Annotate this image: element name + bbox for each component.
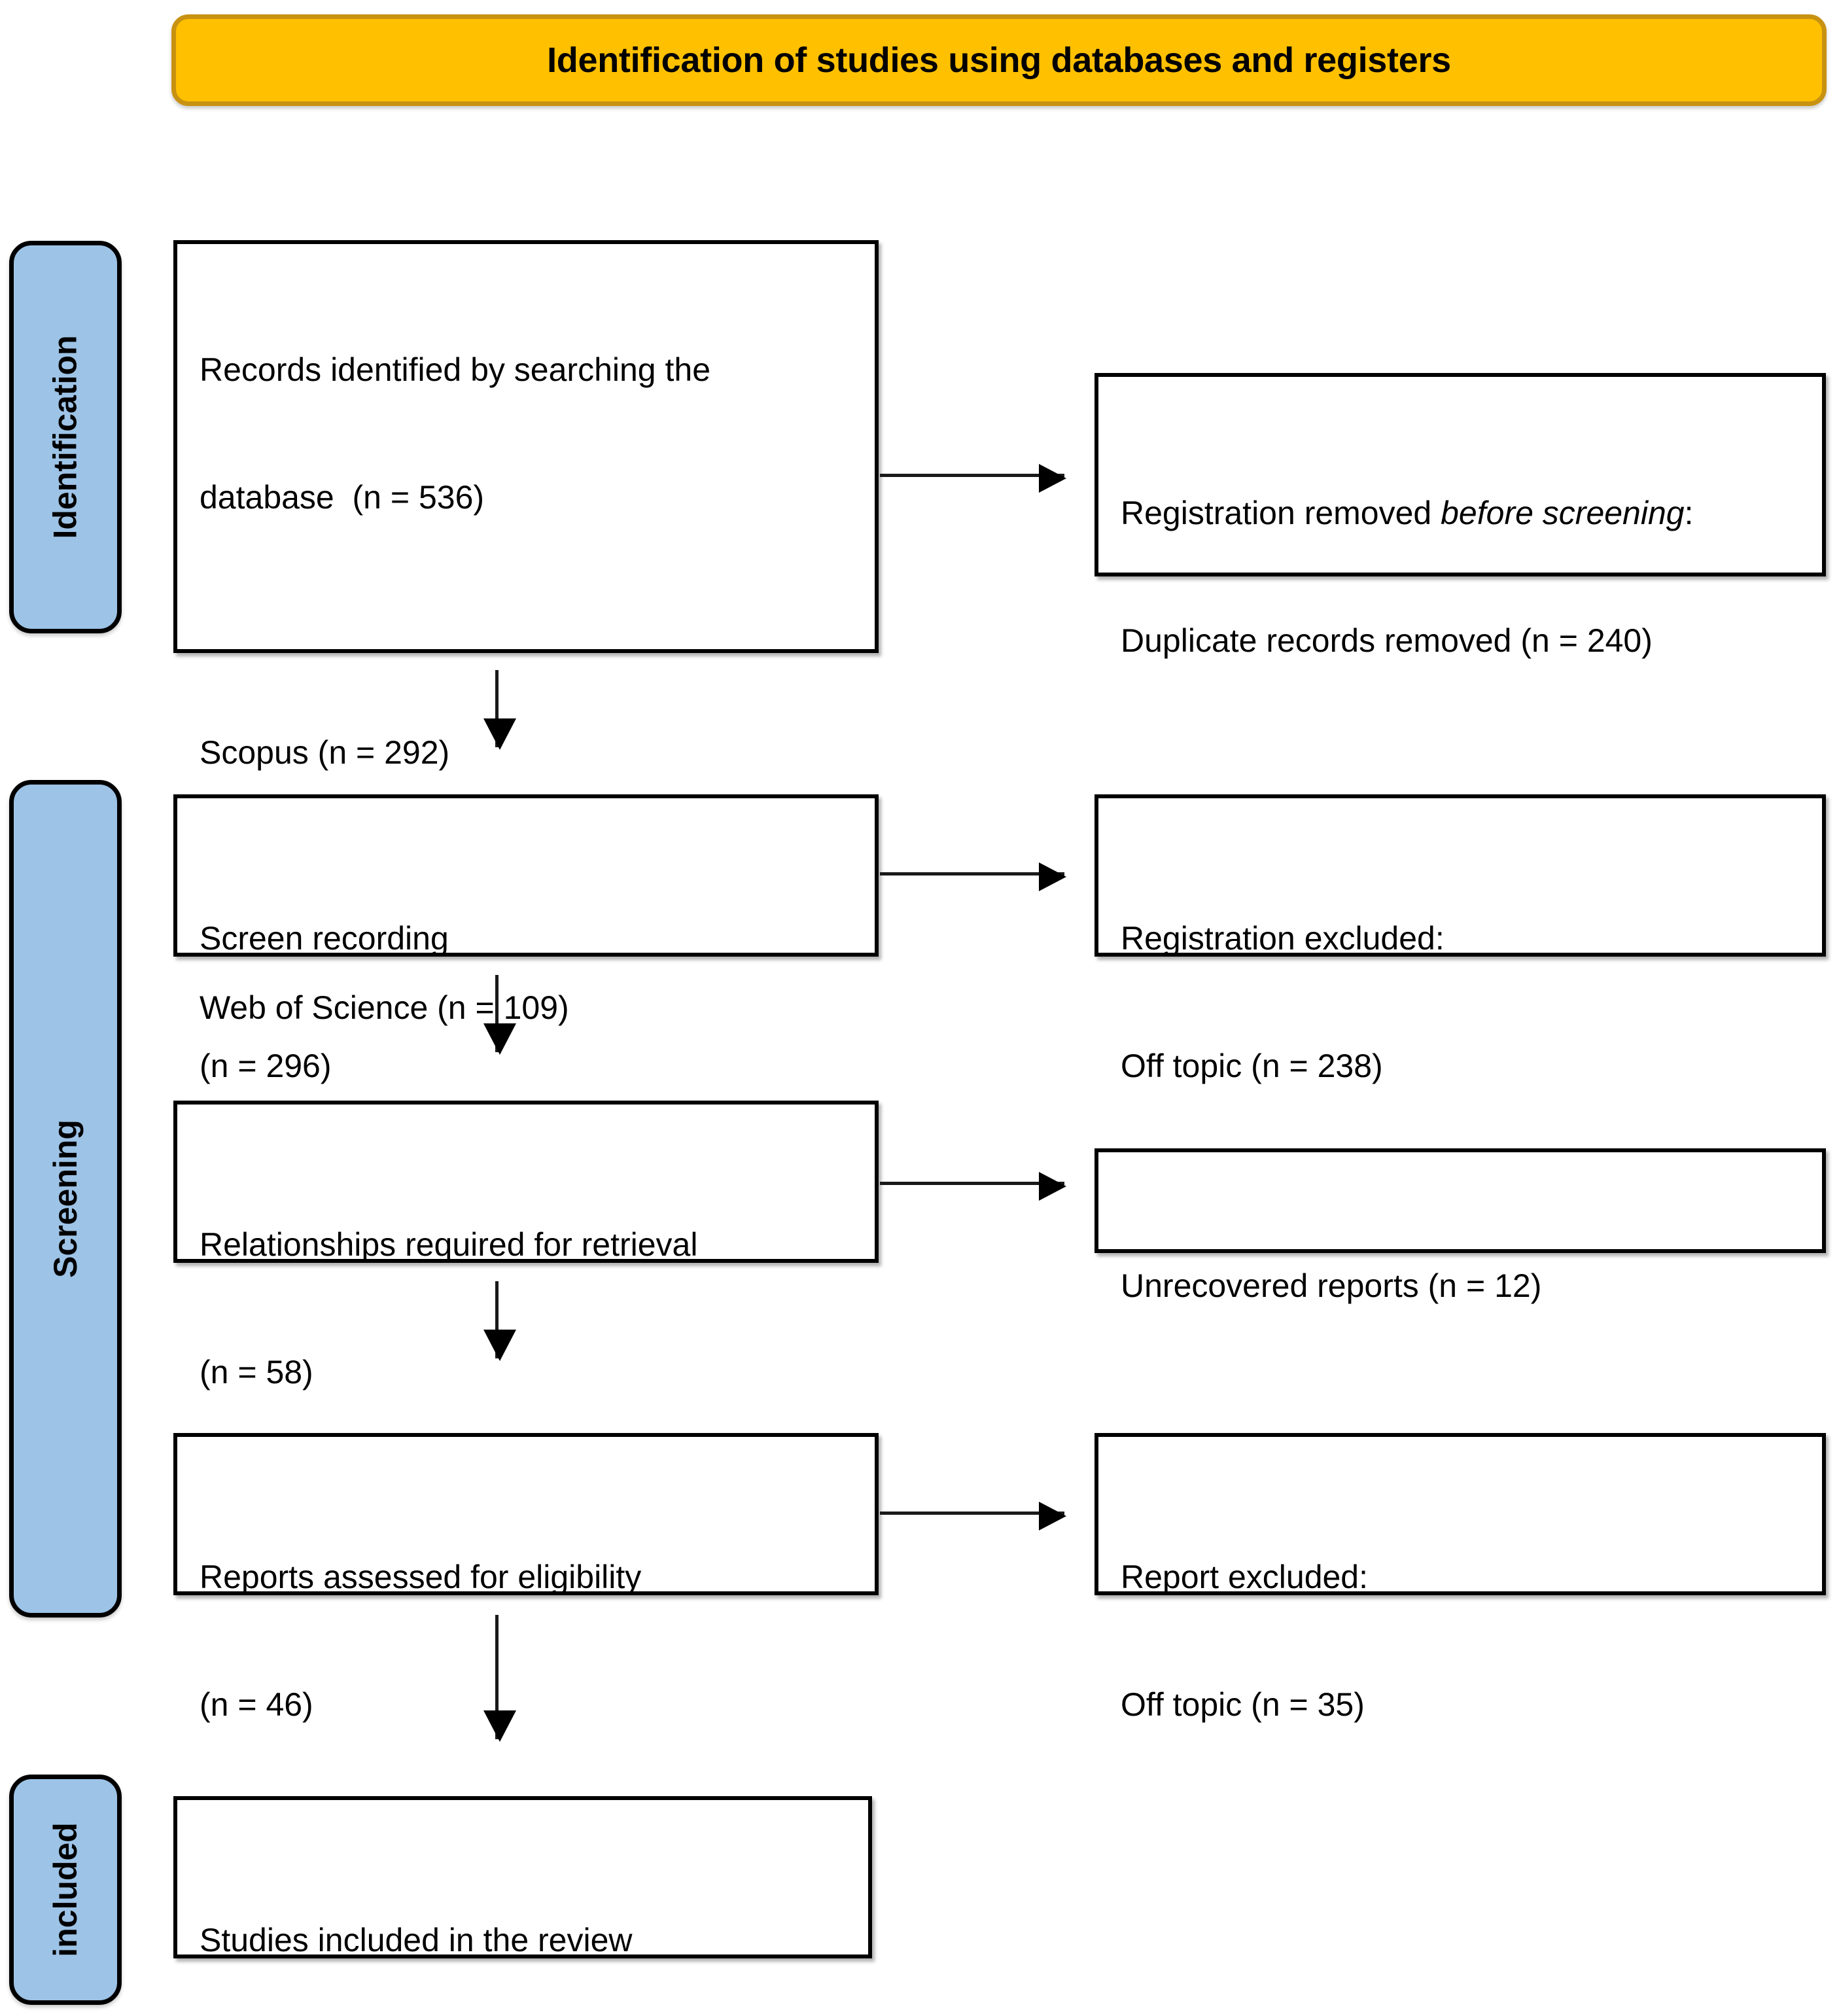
diagram-title: Identification of studies using database… [547, 41, 1451, 80]
stage-bar-screening: Screening [9, 780, 122, 1618]
unrecovered-reports-line1: Unrecovered reports (n = 12) [1121, 1267, 1542, 1304]
records-removed-heading-plain: Registration removed [1121, 495, 1441, 531]
stage-bar-included: included [9, 1775, 122, 2005]
retrieval-line2: (n = 58) [200, 1354, 313, 1390]
box-eligibility-text: Reports assessed for eligibility (n = 46… [200, 1471, 855, 1811]
box-registration-excluded: Registration excluded: Off topic (n = 23… [1095, 794, 1826, 1084]
box-relationships-required-for-retrieval: Relationships required for retrieval (n … [173, 1101, 879, 1390]
records-identified-spacer [200, 604, 855, 646]
box-reports-assessed-for-eligibility: Reports assessed for eligibility (n = 46… [173, 1433, 879, 1723]
eligibility-line2: (n = 46) [200, 1686, 313, 1723]
arrow-screen-recording-to-retrieval [483, 975, 516, 1055]
box-unrecovered-reports-text: Unrecovered reports (n = 12) [1121, 1180, 1802, 1392]
records-identified-line2: database (n = 536) [200, 479, 485, 516]
report-excluded-line2: Off topic (n = 35) [1121, 1686, 1365, 1723]
records-identified-line1: Records identified by searching the [200, 351, 711, 388]
screen-recording-line2: (n = 296) [200, 1048, 332, 1084]
records-source-scopus: Scopus (n = 292) [200, 734, 450, 771]
box-unrecovered-reports: Unrecovered reports (n = 12) [1095, 1148, 1826, 1304]
box-report-excluded: Report excluded: Off topic (n = 35) [1095, 1433, 1826, 1723]
box-screen-recording: Screen recording (n = 296) [173, 794, 879, 1084]
arrow-retrieval-to-eligibility [483, 1281, 516, 1361]
records-removed-detail: Duplicate records removed (n = 240) [1121, 622, 1653, 659]
records-removed-heading-italic: before screening [1441, 495, 1685, 531]
report-excluded-line1: Report excluded: [1121, 1559, 1369, 1595]
box-studies-included-in-review: Studies included in the review (n = 11) [173, 1796, 872, 1958]
box-studies-included-text: Studies included in the review (n = 11) [200, 1834, 849, 2016]
box-registration-excluded-text: Registration excluded: Off topic (n = 23… [1121, 832, 1802, 1173]
studies-included-line1: Studies included in the review [200, 1922, 633, 1958]
box-records-identified: Records identified by searching the data… [173, 240, 879, 1154]
stage-bar-identification: Identification [9, 241, 122, 633]
arrow-retrieval-to-unrecovered [880, 1172, 1066, 1201]
stage-label-screening: Screening [47, 1120, 84, 1278]
box-report-excluded-text: Report excluded: Off topic (n = 35) [1121, 1471, 1802, 1811]
eligibility-line1: Reports assessed for eligibility [200, 1559, 642, 1595]
box-screen-recording-text: Screen recording (n = 296) [200, 832, 855, 1173]
box-records-removed-before-screening: Registration removed before screening: D… [1095, 373, 1826, 659]
arrow-screen-recording-to-excluded [880, 862, 1066, 891]
retrieval-line1: Relationships required for retrieval [200, 1226, 698, 1263]
arrow-eligibility-to-included [483, 1615, 516, 1742]
arrow-eligibility-to-report-excluded [880, 1502, 1066, 1530]
stage-label-included: included [47, 1822, 84, 1957]
box-retrieval-text: Relationships required for retrieval (n … [200, 1139, 855, 1479]
arrow-identified-to-screen-recording [483, 670, 516, 750]
registration-excluded-line1: Registration excluded: [1121, 920, 1445, 957]
records-source-web-of-science: Web of Science (n = 109) [200, 989, 569, 1026]
screen-recording-line1: Screen recording [200, 920, 449, 957]
arrow-identified-to-removed [880, 464, 1066, 493]
box-records-removed-text: Registration removed before screening: D… [1121, 407, 1802, 747]
records-removed-heading-suffix: : [1684, 495, 1694, 531]
stage-label-identification: Identification [47, 335, 84, 539]
registration-excluded-line2: Off topic (n = 238) [1121, 1048, 1383, 1084]
diagram-header-banner: Identification of studies using database… [171, 14, 1827, 106]
records-removed-heading: Registration removed before screening: [1121, 492, 1802, 535]
